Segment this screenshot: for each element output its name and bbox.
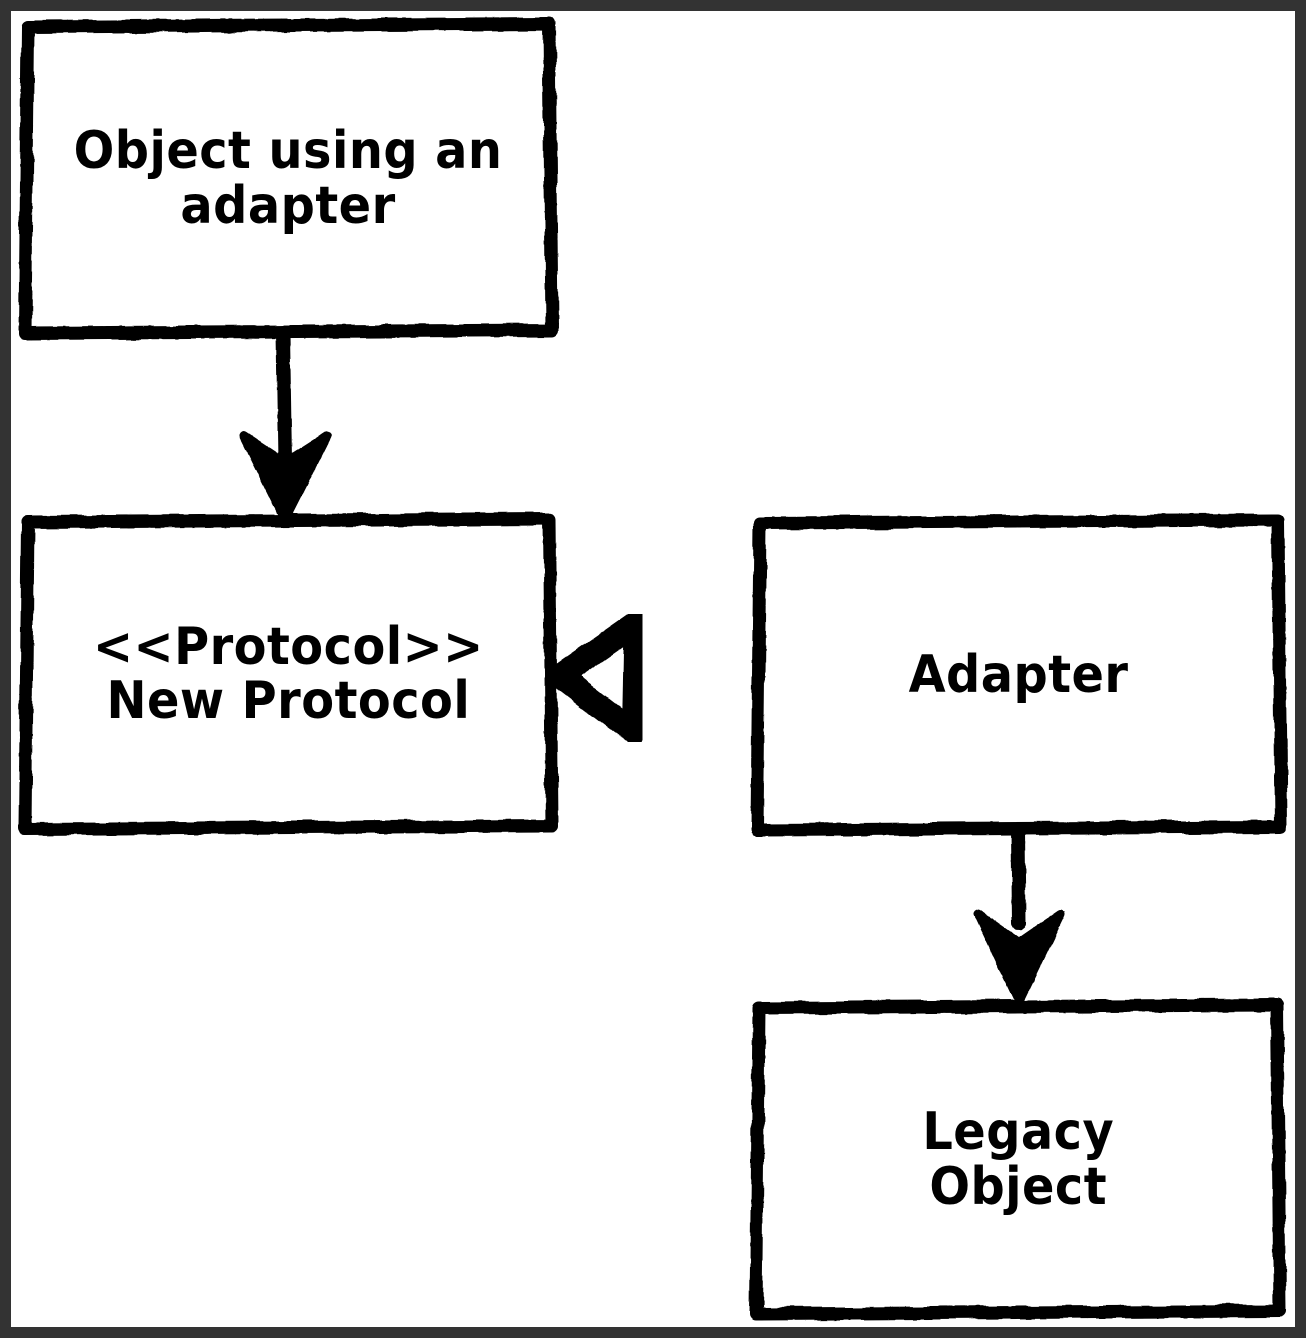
node-label-adapter: Adapter bbox=[909, 644, 1129, 705]
arrowhead-adapter-to-legacy bbox=[973, 909, 1066, 1006]
node-new-protocol[interactable]: <<Protocol>> New Protocol bbox=[21, 515, 556, 833]
box-outline-new-protocol bbox=[18, 512, 559, 836]
node-object-using-adapter[interactable]: Object using an adapter bbox=[21, 20, 556, 337]
box-outline-legacy-object bbox=[749, 998, 1287, 1321]
diagram-vector-layer: New Protocol ===== --> Legacy Object ===… bbox=[18, 17, 1288, 1321]
edge-object-to-protocol bbox=[239, 326, 332, 524]
arrowhead-hollow-triangle-realization bbox=[548, 611, 648, 745]
node-label-object-using-adapter: Object using an adapter bbox=[74, 121, 503, 236]
diagram-canvas: New Protocol ===== --> Legacy Object ===… bbox=[11, 11, 1295, 1327]
node-label-new-protocol: <<Protocol>> New Protocol bbox=[93, 616, 484, 731]
edge-adapter-to-protocol bbox=[548, 611, 841, 745]
edge-adapter-to-legacy bbox=[973, 823, 1066, 1006]
box-outline-object-using-adapter bbox=[18, 17, 559, 340]
node-label-legacy-object: Legacy Object bbox=[922, 1102, 1115, 1217]
arrowhead-object-to-protocol bbox=[239, 431, 332, 524]
node-legacy-object[interactable]: Legacy Object bbox=[752, 1001, 1285, 1318]
edge-line-object-to-protocol bbox=[276, 326, 292, 468]
edge-line-adapter-to-legacy bbox=[1011, 823, 1026, 930]
node-adapter[interactable]: Adapter bbox=[753, 516, 1285, 834]
box-outline-adapter bbox=[750, 513, 1288, 837]
